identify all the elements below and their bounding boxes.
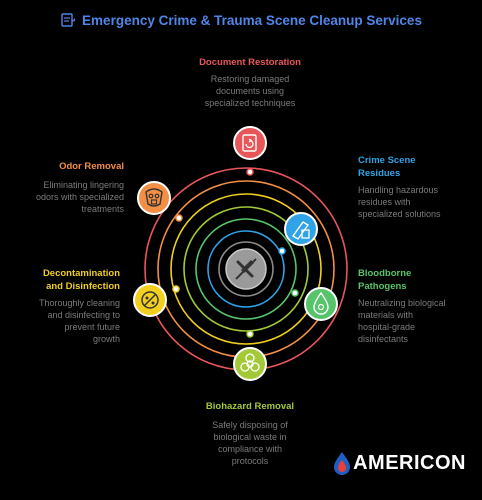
- clipboard-cleaning-icon: [61, 13, 76, 27]
- label-bloodborne-pathogens: Bloodborne Pathogens: [358, 268, 412, 292]
- text-document-restoration: Document Restoration Restoring damaged d…: [160, 56, 340, 109]
- node-biohazard-removal[interactable]: [233, 347, 267, 381]
- no-knife-icon: [235, 258, 257, 280]
- ring-biohazard: [183, 206, 309, 332]
- document-refresh-icon: [242, 134, 257, 152]
- connector-dots: [172, 168, 299, 338]
- node-document-restoration[interactable]: [233, 126, 267, 160]
- desc-odor-removal: Eliminating lingering odors with special…: [35, 180, 124, 214]
- text-biohazard-removal: Biohazard Removal Safely disposing of bi…: [160, 400, 340, 467]
- desc-bloodborne-pathogens: Neutralizing biological materials with h…: [358, 298, 446, 344]
- no-germs-icon: [141, 291, 159, 309]
- ring-inner: [218, 241, 274, 297]
- dot-blood: [291, 289, 299, 297]
- center-hub: [225, 248, 267, 290]
- flame-drop-icon: [334, 452, 351, 475]
- dot-odor: [175, 214, 183, 222]
- desc-document-restoration: Restoring damaged documents using specia…: [204, 74, 296, 108]
- page-title-group: Emergency Crime & Trauma Scene Cleanup S…: [60, 12, 422, 28]
- blood-drop-icon: [313, 291, 329, 315]
- desc-biohazard-removal: Safely disposing of biological waste in …: [212, 420, 288, 466]
- node-bloodborne-pathogens[interactable]: [304, 287, 338, 321]
- label-odor-removal: Odor Removal: [59, 161, 124, 172]
- gas-mask-icon: [145, 188, 163, 207]
- label-biohazard-removal: Biohazard Removal: [205, 401, 295, 412]
- ring-crime: [207, 230, 285, 308]
- spray-bottle-icon: [291, 221, 310, 240]
- node-crime-scene-residues[interactable]: [284, 212, 318, 246]
- text-bloodborne-pathogens: Bloodborne Pathogens Neutralizing biolog…: [358, 267, 473, 345]
- ring-decon: [170, 193, 322, 345]
- biohazard-icon: [240, 353, 260, 372]
- desc-crime-scene-residues: Handling hazardous residues with special…: [358, 185, 441, 219]
- dot-crime: [278, 247, 286, 255]
- logo-text: AMERICON: [353, 451, 466, 474]
- dot-decon: [172, 285, 180, 293]
- label-crime-scene-residues: Crime Scene Residues: [358, 155, 416, 179]
- node-decontamination[interactable]: [133, 283, 167, 317]
- dot-biohazard: [246, 330, 254, 338]
- americon-logo: AMERICON: [333, 451, 466, 475]
- dot-document: [246, 168, 254, 176]
- label-document-restoration: Document Restoration: [199, 57, 301, 68]
- desc-decontamination: Thoroughly cleaning and disinfecting to …: [38, 298, 120, 344]
- text-odor-removal: Odor Removal Eliminating lingering odors…: [8, 160, 124, 215]
- title-bar: Emergency Crime & Trauma Scene Cleanup S…: [0, 12, 482, 33]
- text-crime-scene-residues: Crime Scene Residues Handling hazardous …: [358, 154, 473, 220]
- node-odor-removal[interactable]: [137, 181, 171, 215]
- ring-blood: [195, 218, 297, 320]
- text-decontamination: Decontamination and Disinfection Thoroug…: [8, 267, 120, 345]
- page-title: Emergency Crime & Trauma Scene Cleanup S…: [82, 12, 422, 28]
- label-decontamination: Decontamination and Disinfection: [42, 268, 120, 292]
